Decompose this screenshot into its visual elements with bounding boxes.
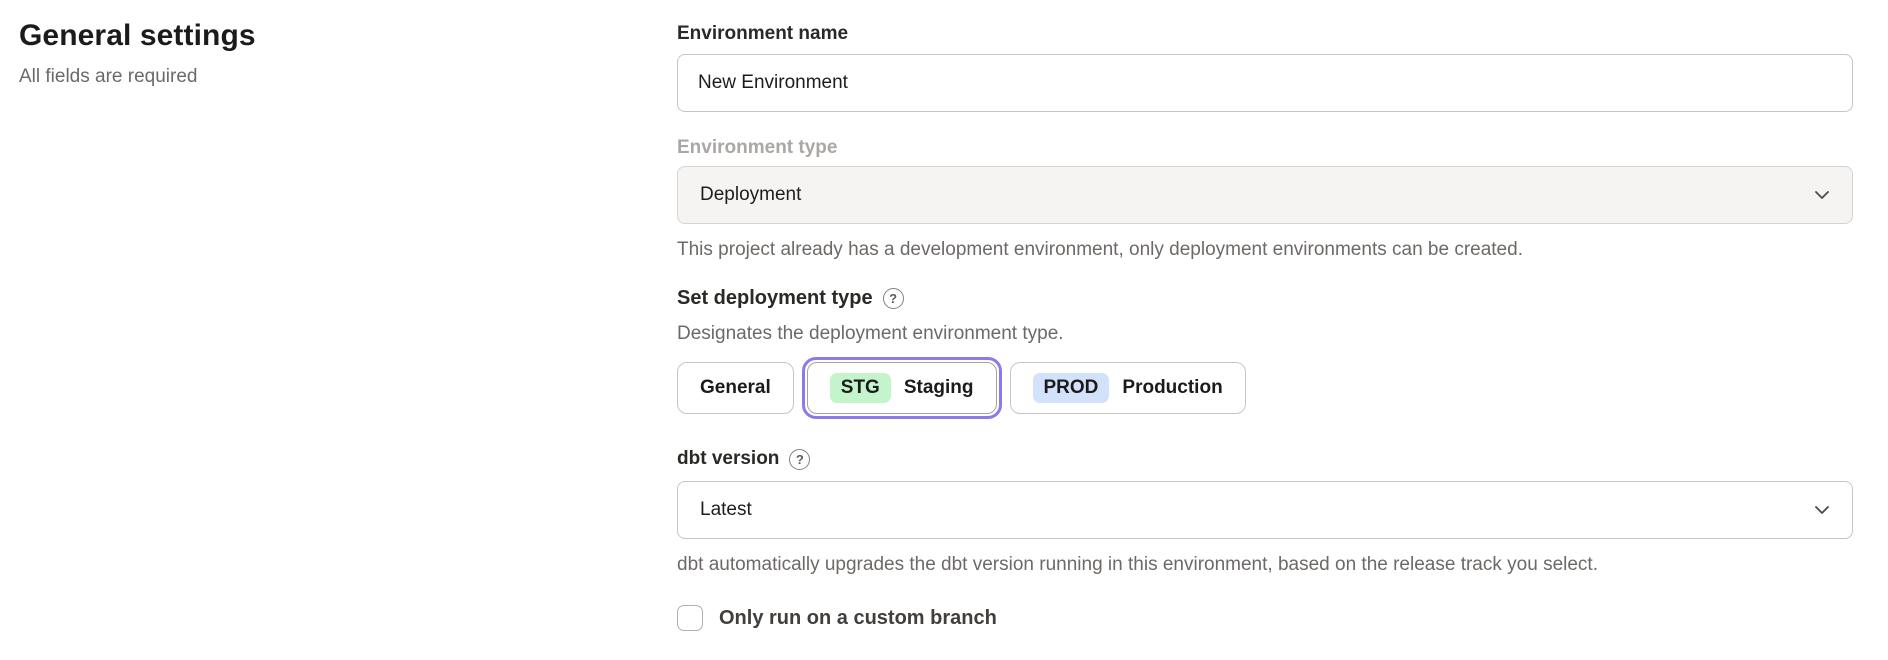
deployment-type-staging-button[interactable]: STG Staging (806, 362, 997, 414)
production-badge: PROD (1032, 373, 1110, 403)
chevron-down-icon (1814, 190, 1830, 200)
dbt-version-label: dbt version (677, 448, 780, 469)
deployment-type-general-label: General (700, 377, 771, 398)
deployment-type-options: General STG Staging PROD Production (677, 356, 1853, 420)
custom-branch-label: Only run on a custom branch (719, 606, 997, 629)
deployment-type-production-label: Production (1122, 377, 1223, 398)
deployment-type-staging-label: Staging (903, 377, 974, 398)
page-subtitle: All fields are required (19, 66, 198, 87)
dbt-version-select[interactable]: Latest (677, 481, 1853, 539)
custom-branch-checkbox[interactable] (677, 605, 703, 631)
chevron-down-icon (1814, 505, 1830, 515)
dbt-version-value: Latest (700, 499, 752, 520)
deployment-type-description: Designates the deployment environment ty… (677, 323, 1064, 344)
deployment-type-general-button[interactable]: General (677, 362, 794, 414)
environment-name-label: Environment name (677, 23, 849, 44)
environment-type-value: Deployment (700, 184, 802, 205)
deployment-type-label: Set deployment type (677, 287, 873, 309)
deployment-type-production-button[interactable]: PROD Production (1009, 362, 1246, 414)
settings-header: General settings All fields are required (19, 19, 256, 88)
deployment-type-selected-ring: STG Staging (801, 357, 1002, 419)
environment-name-input[interactable] (677, 54, 1853, 112)
help-icon[interactable]: ? (789, 448, 811, 470)
page-title: General settings (19, 19, 256, 52)
environment-type-select[interactable]: Deployment (677, 166, 1853, 224)
environment-settings-form: Environment name Environment type Deploy… (677, 20, 1853, 631)
staging-badge: STG (829, 373, 891, 403)
environment-type-label: Environment type (677, 137, 838, 158)
environment-type-helper: This project already has a development e… (677, 239, 1523, 260)
dbt-version-helper: dbt automatically upgrades the dbt versi… (677, 554, 1598, 575)
custom-branch-row: Only run on a custom branch (677, 605, 1853, 631)
help-icon[interactable]: ? (882, 287, 904, 309)
